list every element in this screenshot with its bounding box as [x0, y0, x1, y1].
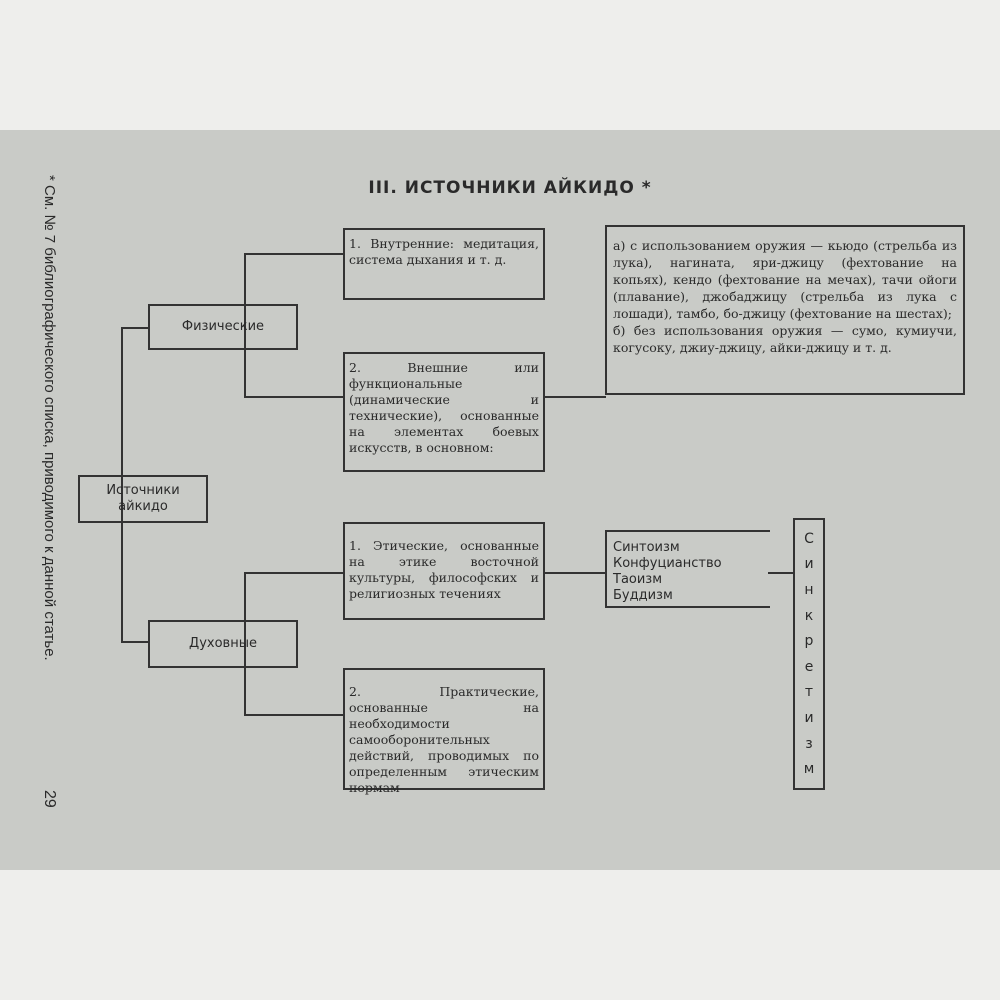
syncretism-letter: и: [804, 556, 814, 573]
syncretism-letter: р: [804, 633, 814, 650]
connector: [244, 396, 344, 398]
connector: [244, 572, 344, 574]
religion-item: Синтоизм: [613, 540, 680, 555]
syncretism-letter: м: [803, 761, 815, 778]
connector: [545, 572, 606, 574]
node-external: 2. Внешние или функциональные (динамичес…: [343, 352, 545, 472]
book-page: [0, 130, 1000, 870]
religion-item: Буддизм: [613, 588, 673, 603]
syncretism-letter: С: [804, 530, 814, 547]
node-internal: 1. Внутренние: медитация, система дыхани…: [343, 228, 545, 300]
martial-arts-without-weapons: б) без использования оружия — сумо, куми…: [613, 323, 957, 355]
node-practical: 2. Практические, основанные на необходим…: [343, 668, 545, 795]
religion-item: Таоизм: [613, 572, 663, 587]
syncretism-letter: е: [804, 658, 814, 675]
syncretism-letter: т: [804, 684, 814, 701]
node-syncretism: С и н к р е т и з м: [793, 518, 825, 790]
node-root: Источники айкидо: [78, 475, 208, 523]
node-religions: Синтоизм Конфуцианство Таоизм Буддизм: [605, 530, 770, 608]
page-number: 29: [41, 790, 58, 808]
footnote: * См. № 7 библиографического списка, при…: [41, 175, 58, 661]
node-physical: Физические: [148, 304, 298, 350]
syncretism-letter: и: [804, 709, 814, 726]
node-ethical: 1. Этические, основанные на этике восточ…: [343, 522, 545, 620]
connector: [244, 253, 246, 398]
connector: [244, 253, 344, 255]
syncretism-letter: к: [804, 607, 814, 624]
connector: [768, 572, 794, 574]
connector: [244, 714, 344, 716]
connector: [121, 327, 149, 329]
connector: [121, 327, 123, 642]
syncretism-letter: н: [804, 581, 814, 598]
connector: [121, 641, 149, 643]
martial-arts-with-weapons: а) с использованием оружия — кьюдо (стре…: [613, 238, 957, 321]
connector: [545, 396, 606, 398]
node-spiritual: Духовные: [148, 620, 298, 668]
node-martial-arts: а) с использованием оружия — кьюдо (стре…: [605, 225, 965, 395]
page-title: III. ИСТОЧНИКИ АЙКИДО *: [368, 178, 652, 198]
syncretism-letter: з: [805, 735, 813, 752]
connector: [244, 572, 246, 716]
religion-item: Конфуцианство: [613, 556, 722, 571]
